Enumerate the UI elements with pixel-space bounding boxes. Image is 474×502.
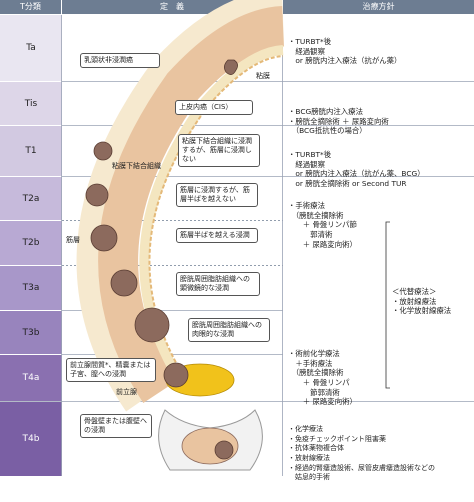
label-prostate: 前立腺 [116, 388, 137, 396]
treatment-ta: ・TURBT*後 経過観察 or 膀胱内注入療法（抗がん薬） [288, 37, 402, 66]
stage-tis: Tis [0, 82, 62, 125]
tumor-ta [224, 59, 238, 75]
header-stage: T分類 [0, 0, 61, 14]
stage-t2a: T2a [0, 177, 62, 220]
stage-t3b: T3b [0, 311, 62, 354]
stage-t2b: T2b [0, 221, 62, 265]
tumor-t1 [93, 141, 113, 161]
stage-t4a: T4a [0, 355, 62, 401]
label-submucosa: 粘膜下結合組織 [112, 162, 161, 170]
stage-t1: T1 [0, 126, 62, 176]
tumor-t4a [163, 362, 189, 388]
treatment-alt: ＜代替療法＞・放射線療法・化学放射線療法 [392, 287, 452, 316]
def-t4b: 骨盤壁または腹壁への浸潤 [80, 414, 152, 438]
header-treatment: 治療方針 [283, 0, 474, 14]
treatment-t4b: ・化学療法・免疫チェックポイント阻害薬・抗体薬物複合体・放射線療法・経過的腎瘻造… [288, 425, 435, 482]
def-t2a: 筋層に浸潤するが、筋層半ばを越えない [176, 183, 258, 207]
stage-ta: Ta [0, 15, 62, 81]
treatment-tis: ・BCG膀胱内注入療法・膀胱全摘除術 ＋ 尿路変向術 （BCG抵抗性の場合） [288, 107, 389, 136]
label-mucosa: 粘膜 [256, 72, 270, 80]
def-tis: 上皮内癌（CIS） [175, 100, 253, 115]
def-t3a: 膀胱周囲脂肪組織への顕微鏡的な浸潤 [176, 272, 260, 296]
tumor-t3a [110, 269, 138, 297]
tumor-t4b [214, 440, 234, 460]
def-t4a: 前立腺間質*、精嚢または子宮、膣への浸潤 [66, 358, 156, 382]
stage-t3a: T3a [0, 266, 62, 310]
tumor-t3b [134, 307, 170, 343]
label-muscle: 筋層 [66, 236, 80, 244]
stage-t4b: T4b [0, 402, 62, 476]
def-t1: 粘膜下結合組織に浸潤するが、筋層に浸潤しない [178, 134, 260, 167]
treatment-t1: ・TURBT*後 経過観察 or 膀胱内注入療法（抗がん薬、BCG） or 膀胱… [288, 150, 425, 188]
treatment-t3: ・術前化学療法 ＋手術療法 （膀胱全摘除術 ＋ 骨盤リンパ 節郭清術 ＋ 尿路変… [288, 349, 357, 407]
treatment-t2: ・手術療法 （膀胱全摘除術 ＋ 骨盤リンパ節 郭清術 ＋ 尿路変向術） [288, 201, 357, 249]
def-t3b: 膀胱周囲脂肪組織への肉眼的な浸潤 [188, 318, 270, 342]
staging-table: T分類 定 義 治療方針 Ta Tis T1 T2a T2b T3a T3b T… [0, 0, 474, 481]
tumor-t2b [90, 224, 118, 252]
tumor-t2a [85, 183, 109, 207]
muscle-layer [98, 6, 285, 404]
def-ta: 乳頭状非浸潤癌 [80, 53, 160, 68]
def-t2b: 筋層半ばを越える浸潤 [176, 228, 258, 243]
bladder-wall-illustration [0, 0, 474, 476]
